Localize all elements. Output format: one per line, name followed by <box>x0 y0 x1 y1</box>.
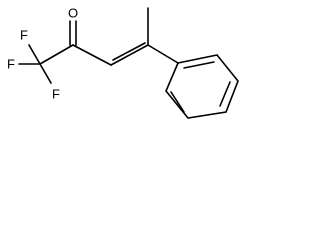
atom-label-fluorine-top: F <box>20 28 28 43</box>
atom-label-fluorine-left: F <box>7 57 15 72</box>
phenyl-double-2 <box>219 81 231 107</box>
phenyl-double-1 <box>183 61 215 69</box>
bond-c2-c3 <box>72 44 112 66</box>
phenyl-ring-outline <box>165 54 239 119</box>
bond-c4-ipso <box>147 44 179 64</box>
atom-label-oxygen: O <box>68 6 78 21</box>
chemical-structure: O F F F <box>7 6 239 119</box>
bond-c1-f-bottom <box>39 63 52 84</box>
bond-c1-f-top <box>28 44 41 65</box>
bond-c3-c4-b <box>112 42 146 61</box>
atom-label-fluorine-bottom: F <box>52 87 60 102</box>
bond-c3-c4-a <box>110 44 149 66</box>
phenyl-double-3 <box>170 91 185 113</box>
bond-c1-c2 <box>39 44 74 65</box>
